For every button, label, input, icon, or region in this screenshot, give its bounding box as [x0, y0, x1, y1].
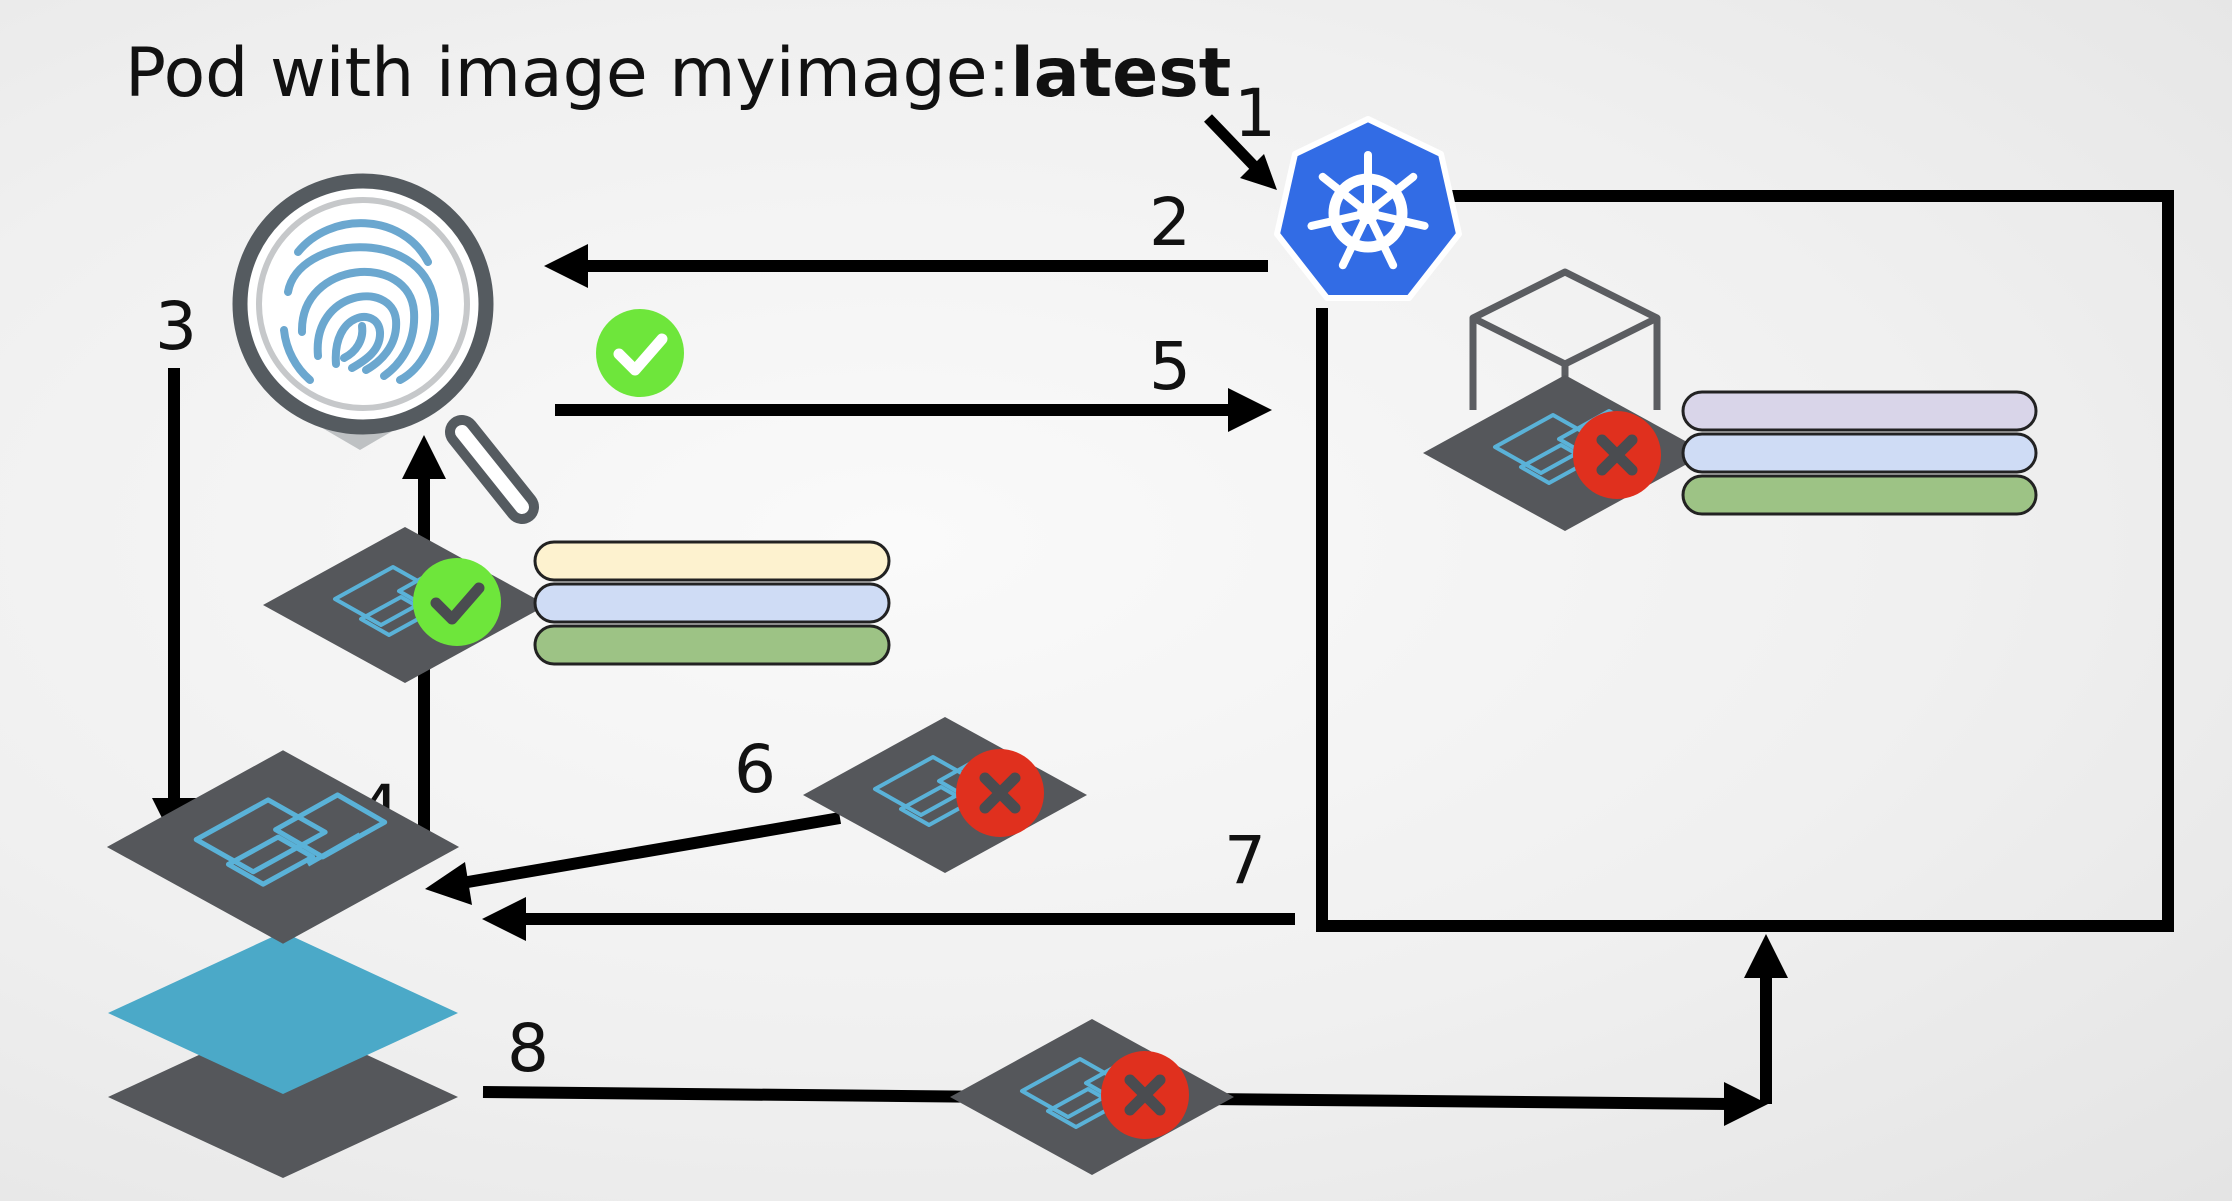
bypass-layer-icon [948, 1017, 1236, 1177]
scan-passed-check-icon [596, 309, 684, 397]
image-layers-bars-left [533, 540, 891, 666]
arrow-step-6 [460, 812, 842, 889]
step-label-7: 7 [1224, 822, 1266, 899]
rejected-layer-icon [801, 715, 1089, 875]
step-label-3: 3 [155, 288, 197, 365]
step-label-1: 1 [1234, 75, 1276, 152]
step-label-8: 8 [507, 1010, 549, 1087]
step-label-5: 5 [1149, 328, 1191, 405]
title-prefix: Pod with image myimage: [125, 34, 1010, 113]
pod-failed-x-icon [1573, 411, 1661, 499]
scanned-layer-icon [261, 525, 549, 685]
pod-layer-icon [1421, 373, 1709, 533]
bypass-layer-x-icon [1101, 1051, 1189, 1139]
registry-layer-stack-icon [107, 750, 459, 1178]
rejected-layer-x-icon [956, 749, 1044, 837]
page-title: Pod with image myimage:latest [125, 34, 1231, 113]
fingerprint-scanner-icon [232, 173, 539, 524]
layer-passed-check-icon [413, 558, 501, 646]
arrow-step-1 [1204, 114, 1259, 171]
title-tag: latest [1010, 34, 1231, 113]
kubernetes-icon [1274, 116, 1462, 301]
step-label-2: 2 [1149, 184, 1191, 261]
image-layers-bars-right [1681, 390, 2038, 516]
cluster-box [1316, 190, 2174, 932]
step-label-6: 6 [734, 731, 776, 808]
